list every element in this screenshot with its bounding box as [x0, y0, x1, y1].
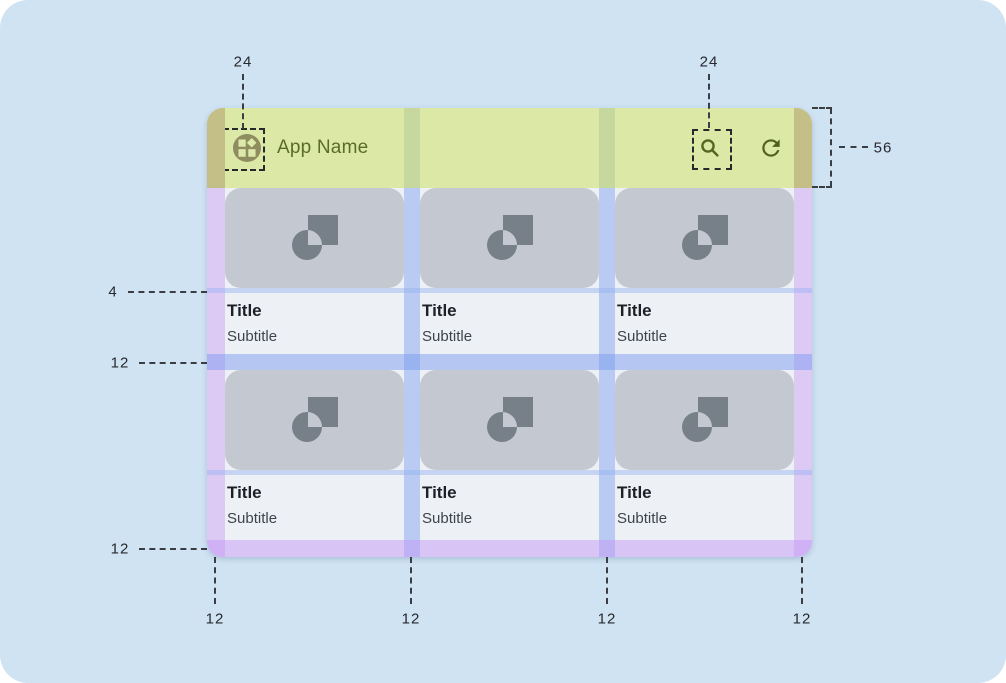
gutter-overlay-vertical-1 [404, 108, 420, 557]
dim-line-appbar-height [830, 108, 832, 187]
card-subtitle: Subtitle [422, 328, 473, 345]
dim-line-col-marker-2 [410, 557, 412, 604]
dim-label-search-size: 24 [699, 53, 719, 71]
dim-line-image-text-gap [128, 291, 207, 293]
card-subtitle: Subtitle [227, 328, 278, 345]
margin-overlay-bottom [207, 540, 812, 557]
logo-size-marker-box [223, 128, 265, 171]
card-image [225, 188, 404, 288]
card[interactable]: Title Subtitle [225, 188, 404, 354]
dim-tick-appbar-bottom [812, 186, 832, 188]
dim-tick-appbar-top [812, 107, 832, 109]
card[interactable]: Title Subtitle [225, 370, 404, 540]
dim-label-row-gutter: 12 [110, 354, 130, 372]
margin-overlay-right [794, 108, 812, 557]
dim-line-bottom-margin [139, 548, 207, 550]
dim-label-col-marker-2: 12 [401, 610, 421, 628]
card-title: Title [227, 301, 262, 320]
dim-label-col-marker-4: 12 [792, 610, 812, 628]
mock-app-window: App Name Title Subtitle [207, 108, 812, 557]
dim-line-col-marker-1 [214, 557, 216, 604]
dim-label-bottom-margin: 12 [110, 540, 130, 558]
gap-overlay-row1 [207, 288, 812, 293]
card[interactable]: Title Subtitle [615, 188, 794, 354]
dim-label-col-marker-1: 12 [205, 610, 225, 628]
dim-line-search [708, 74, 710, 128]
card-title: Title [227, 483, 262, 502]
card-subtitle: Subtitle [617, 510, 668, 527]
card-image [615, 188, 794, 288]
dim-connector-appbar [839, 146, 868, 148]
card-image [225, 370, 404, 470]
dim-line-col-marker-3 [606, 557, 608, 604]
card-title: Title [422, 301, 457, 320]
card[interactable]: Title Subtitle [420, 370, 599, 540]
refresh-icon[interactable] [758, 135, 784, 161]
gutter-overlay-vertical-2 [599, 108, 615, 557]
app-logo-icon[interactable] [233, 134, 261, 162]
card-subtitle: Subtitle [422, 510, 473, 527]
search-icon[interactable] [698, 136, 722, 160]
card-subtitle: Subtitle [617, 328, 668, 345]
dim-line-row-gutter [139, 362, 207, 364]
card-title: Title [422, 483, 457, 502]
top-app-bar: App Name [207, 108, 812, 188]
dim-label-col-marker-3: 12 [597, 610, 617, 628]
card-image [420, 188, 599, 288]
dim-label-appbar-height: 56 [873, 139, 893, 157]
gap-overlay-row2 [207, 470, 812, 475]
card-title: Title [617, 301, 652, 320]
dim-line-logo [242, 74, 244, 129]
dim-line-col-marker-4 [801, 557, 803, 604]
dim-label-image-text-gap: 4 [108, 283, 118, 301]
app-title: App Name [277, 137, 369, 158]
card-image [615, 370, 794, 470]
gutter-overlay-horizontal [207, 354, 812, 370]
search-size-marker-box [692, 129, 732, 170]
card[interactable]: Title Subtitle [615, 370, 794, 540]
dim-label-logo-size: 24 [233, 53, 253, 71]
card-subtitle: Subtitle [227, 510, 278, 527]
card[interactable]: Title Subtitle [420, 188, 599, 354]
card-title: Title [617, 483, 652, 502]
margin-overlay-left [207, 108, 225, 557]
card-image [420, 370, 599, 470]
